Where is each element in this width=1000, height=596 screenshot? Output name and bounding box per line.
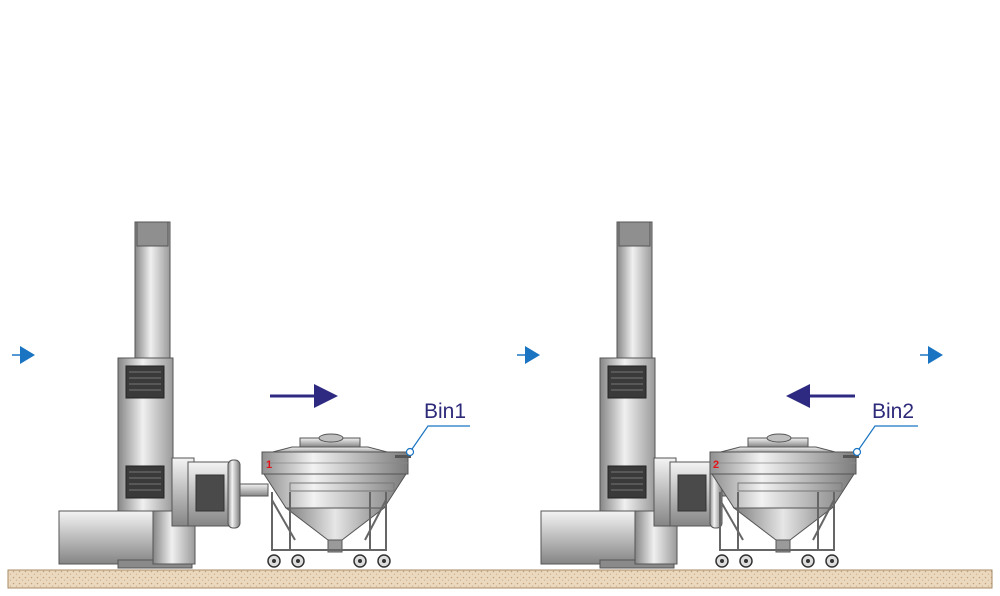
bin-2-callout: Bin2 [852, 400, 918, 457]
bin-1-number: 1 [266, 459, 272, 471]
bin-2-label: Bin2 [872, 400, 914, 423]
motion-arrow-left-icon [786, 384, 855, 408]
bin-1-label: Bin1 [424, 400, 466, 423]
bin-2 [709, 433, 860, 568]
station-2: 2 Bin2 [540, 221, 918, 569]
station-1: 1 Bin1 [58, 221, 470, 569]
lifting-column-1 [58, 221, 269, 569]
flow-arrow-2-icon [517, 346, 540, 364]
motion-arrow-right-icon [270, 384, 338, 408]
floor [7, 569, 993, 589]
bin-2-number: 2 [713, 459, 719, 471]
flow-arrow-1-icon [12, 346, 35, 364]
flow-arrow-3-icon [920, 346, 943, 364]
bin-1 [261, 433, 412, 568]
bin-1-callout: Bin1 [405, 400, 470, 457]
lifting-column-2 [540, 221, 751, 569]
